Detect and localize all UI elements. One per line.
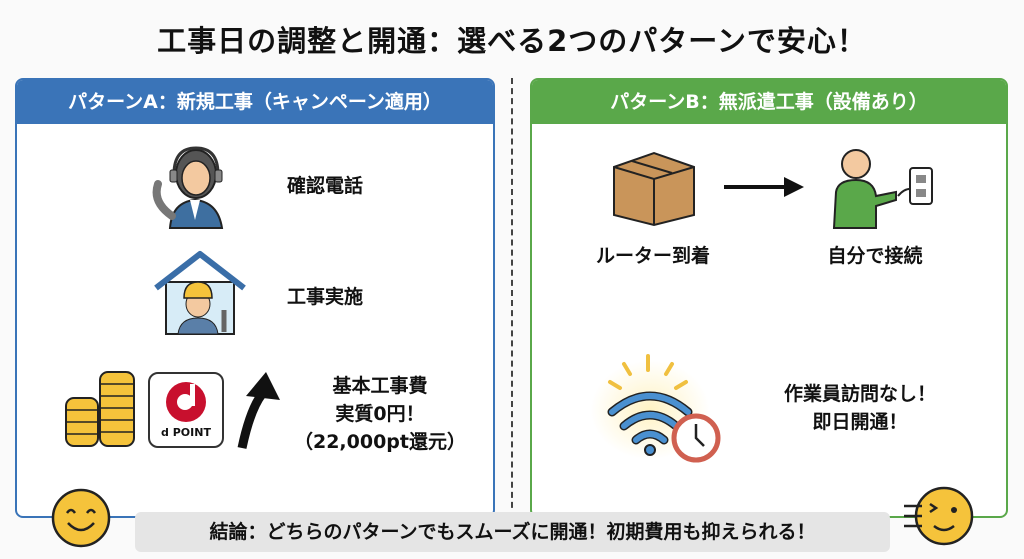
coins-stack-icon (65, 371, 135, 447)
cost-text: 基本工事費 実質0円！ （22,000pt還元） (290, 372, 470, 456)
smiley-face-icon (51, 488, 111, 548)
up-arrow-icon (237, 372, 280, 449)
operator-headset-icon (152, 146, 224, 229)
dpoint-logo: d POINT (148, 372, 224, 448)
cost-line: 実質0円！ (335, 403, 425, 425)
step-self-connect: 自分で接続 (827, 245, 923, 267)
step-router-arrival: ルーター到着 (595, 245, 710, 267)
benefit-text: 作業員訪問なし！ 即日開通！ (760, 380, 960, 436)
conclusion-banner: 結論：どちらのパターンでもスムーズに開通！初期費用も抑えられる！ (135, 512, 890, 552)
pattern-a-header: パターンA：新規工事（キャンペーン適用） (17, 80, 493, 124)
divider (511, 78, 513, 518)
winking-face-icon (904, 486, 974, 546)
page-title: 工事日の調整と開通：選べる2つのパターンで安心！ (157, 24, 867, 58)
step-construction: 工事実施 (286, 286, 363, 308)
wifi-clock-icon (607, 354, 721, 463)
cost-line: 基本工事費 (332, 375, 428, 397)
cost-line: （22,000pt還元） (293, 431, 466, 453)
benefit-line: 即日開通！ (812, 411, 908, 433)
dpoint-logo-text: d POINT (161, 426, 211, 439)
pattern-b-header: パターンB：無派遣工事（設備あり） (532, 80, 1006, 124)
right-arrow-icon (724, 177, 804, 197)
construction-worker-house-icon (154, 251, 246, 335)
benefit-line: 作業員訪問なし！ (783, 383, 936, 405)
cardboard-box-icon (613, 151, 695, 227)
self-connect-person-icon (832, 149, 933, 229)
step-confirm-call: 確認電話 (286, 175, 363, 197)
